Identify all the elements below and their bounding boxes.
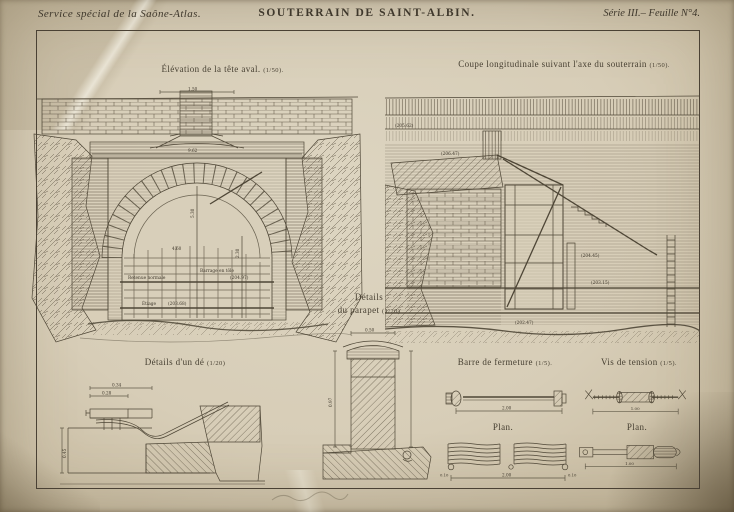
paper-fold-bottom-left: [0, 432, 100, 512]
dim-band: 9.62: [188, 148, 198, 153]
elevation-scale: (1/50).: [263, 67, 284, 74]
level-3: (204.45): [581, 254, 600, 259]
de-dim-1: 0.34: [112, 383, 122, 388]
parapet-dim-height: 0.97: [328, 397, 333, 407]
dim-right: 2.30: [235, 248, 240, 258]
de-detail-scale: (1/20): [206, 360, 226, 367]
level-5: (202.47): [515, 321, 534, 326]
vis-plan-drawing: 1.00: [579, 445, 681, 470]
barrage-label: Barrage en tôle: [200, 269, 234, 274]
retenue-level: (204.97): [230, 276, 249, 281]
vis-plan-dim: 1.00: [625, 461, 634, 466]
page-title: SOUTERRAIN DE SAINT-ALBIN.: [258, 7, 476, 19]
pencil-smudge: [271, 491, 349, 502]
header-series-label: Série III.– Feuille N°4.: [603, 8, 700, 19]
vis-plan-label: Plan.: [626, 422, 648, 432]
retenue-label: Retenue normale: [128, 276, 166, 281]
de-dim-3: 0.45: [62, 448, 67, 458]
barre-plan-label: Plan.: [492, 422, 514, 432]
parapet-drawing: 0.50 0.97: [322, 328, 432, 480]
vis-drawing: 1.00: [585, 389, 687, 415]
etiage-level: (203.68): [168, 302, 187, 307]
elevation-drawing: Barrage en tôle Retenue normale (204.97)…: [31, 87, 363, 343]
barre-plan-drawing: 2.00 0.10 0.10: [440, 442, 577, 481]
barre-title: Barre de fermeture (1/5).: [457, 357, 553, 367]
level-4: (203.15): [591, 281, 610, 286]
dim-span: 4.60: [172, 246, 182, 251]
barre-plan-dim: 2.00: [502, 473, 512, 478]
dim-arch-height: 5.30: [190, 208, 195, 218]
barre-drawing: 2.00: [445, 390, 567, 414]
barre-plan-side-dim-right: 0.10: [568, 473, 577, 478]
header-service-title: Service spécial de la Saône-Atlas.: [38, 8, 201, 20]
vis-scale: (1/5).: [660, 360, 677, 367]
dim-top: 1.50: [188, 87, 198, 92]
level-1: (205.62): [395, 124, 414, 129]
level-2: (206.47): [441, 152, 460, 157]
section-title: Coupe longitudinale suivant l'axe du sou…: [458, 59, 670, 69]
parapet-dim-width: 0.50: [365, 328, 375, 333]
elevation-title: Élévation de la tête aval. (1/50).: [161, 64, 284, 74]
section-scale: (1/50).: [649, 62, 670, 69]
barre-plan-side-dim-left: 0.10: [440, 473, 449, 478]
barre-scale: (1/5).: [535, 360, 553, 367]
barre-dim: 2.00: [502, 406, 512, 411]
de-dim-2: 0.28: [102, 391, 112, 396]
de-detail-title: Détails d'un dé (1/20): [144, 357, 226, 367]
vis-title: Vis de tension (1/5).: [601, 357, 677, 367]
vis-dim: 1.00: [631, 406, 640, 411]
de-detail-drawing: 0.34 0.28 0.45: [60, 383, 265, 485]
etiage-label: Étiage: [142, 301, 157, 307]
section-drawing: (205.62) (206.47) (204.45) (203.15) (202…: [385, 95, 700, 343]
